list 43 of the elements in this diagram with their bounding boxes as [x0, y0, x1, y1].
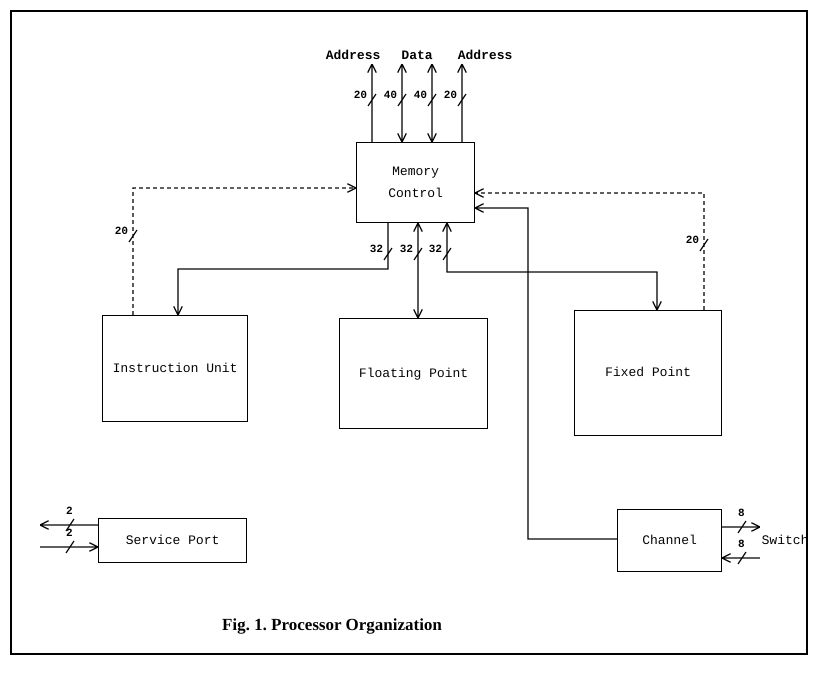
- arrow: [366, 63, 378, 142]
- edge-label: 20: [686, 236, 699, 247]
- unit-name: Service Port: [126, 532, 220, 550]
- edge-label: 2: [66, 529, 73, 540]
- edge-label: 32: [370, 245, 383, 256]
- edge-label: 32: [400, 245, 413, 256]
- edge-label: 20: [444, 91, 457, 102]
- figure-caption: Fig. 1. Processor Organization: [222, 616, 442, 633]
- unit-name: Memory Control: [387, 162, 444, 202]
- arrow: [426, 63, 438, 143]
- arrow: [442, 222, 662, 311]
- unit-box: [617, 509, 722, 572]
- arrow: [412, 222, 424, 319]
- edge-label: 20: [114, 227, 128, 238]
- edge-label: 32: [428, 245, 442, 256]
- edge-label: 40: [414, 91, 427, 102]
- edge-label: 8: [738, 540, 745, 551]
- arrow: [396, 63, 408, 143]
- arrow: [39, 520, 98, 530]
- unit-name: Floating Point: [358, 364, 468, 382]
- arrow: [40, 542, 99, 552]
- dashed-arrow: [474, 188, 705, 310]
- arrow: [721, 552, 760, 564]
- edge-label: 8: [738, 509, 745, 520]
- unit-box: [574, 310, 722, 436]
- unit-box: [339, 318, 488, 429]
- arrow: [172, 223, 389, 316]
- bus-name: Address: [452, 46, 518, 64]
- arrow: [456, 63, 468, 142]
- unit-name: Channel: [642, 532, 697, 550]
- edge-label: 40: [384, 91, 397, 102]
- unit-box: [98, 518, 247, 563]
- edge-label: 20: [354, 91, 367, 102]
- unit-name: Fixed Point: [605, 364, 691, 382]
- bus-name: Data: [396, 46, 438, 64]
- unit-box: [356, 142, 475, 223]
- unit-box: [102, 315, 248, 422]
- unit-name: Instruction Unit: [112, 360, 238, 378]
- arrow: [722, 522, 761, 532]
- bus-name: Address: [320, 46, 386, 64]
- edge-label: 2: [66, 507, 73, 518]
- dashed-arrow: [132, 182, 357, 315]
- arrow: [474, 202, 617, 540]
